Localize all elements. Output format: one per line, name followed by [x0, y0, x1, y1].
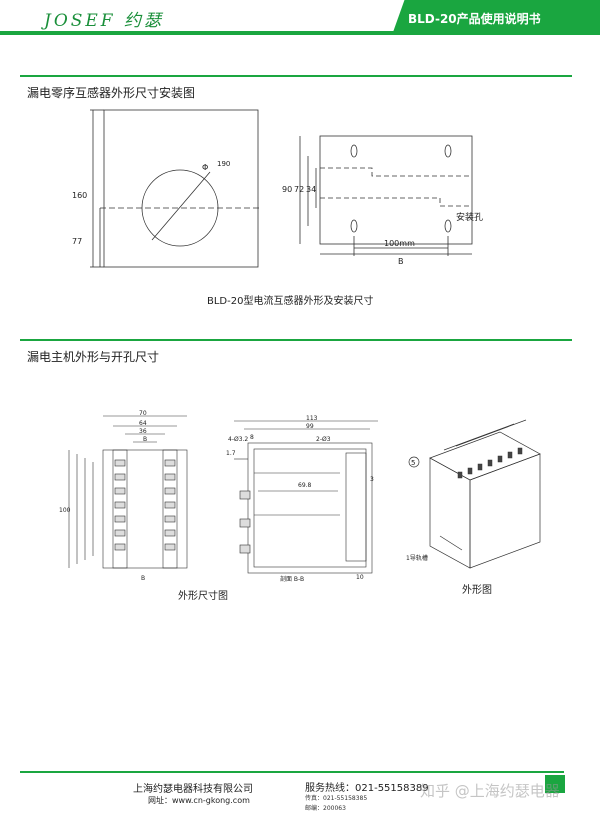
- side-dim-d5: 10: [356, 574, 364, 581]
- header-rule: [0, 31, 398, 35]
- ct-window-circle: [141, 169, 219, 247]
- ct-body-outline: [103, 109, 259, 268]
- side-dim-d2: 1.7: [226, 450, 236, 457]
- section2-title: 漏电主机外形与开孔尺寸: [27, 350, 160, 364]
- section2-caption-left: 外形尺寸图: [178, 591, 228, 602]
- side-section-label: 剖面 B-B: [280, 575, 304, 583]
- ct-lower-label: 77: [72, 237, 82, 246]
- iso-right-face: [469, 453, 541, 569]
- front-dim-w3: 36: [139, 428, 147, 435]
- front-dim-b-bottom: B: [141, 575, 145, 582]
- iso-callout-number: 5: [411, 459, 415, 467]
- iso-top-face: [429, 431, 541, 481]
- document-title: BLD-20产品使用说明书: [408, 12, 541, 26]
- section1-caption: BLD-20型电流互感器外形及安装尺寸: [207, 296, 374, 307]
- relay-front-outline: [102, 449, 188, 569]
- footer-zip: 邮编：200063: [305, 805, 346, 812]
- footer-accent-square: [545, 775, 565, 793]
- footer-website: 网址：www.cn-gkong.com: [148, 796, 250, 805]
- ct-phi-symbol: Φ: [202, 163, 208, 172]
- footer-rule: [20, 771, 564, 773]
- ct-mount-width: 100mm: [384, 239, 415, 248]
- front-dim-h1: 100: [59, 507, 71, 514]
- ct-height-label: 160: [72, 191, 87, 200]
- relay-side-view: 113 99 8 1.7 69.8 3 10 4-Ø3.2 2-Ø3 剖面 B-…: [226, 415, 378, 583]
- section2-caption-right: 外形图: [462, 585, 492, 596]
- ct-mount-h2: 72: [294, 185, 304, 194]
- ct-mount-h3: 34: [306, 185, 316, 194]
- footer-fax: 传真：021-55158385: [305, 795, 368, 802]
- relay-side-outline: [247, 442, 373, 574]
- footer-company: 上海约瑟电器科技有限公司: [133, 784, 253, 795]
- side-dim-d3: 69.8: [298, 482, 312, 489]
- side-dim-w2: 99: [306, 423, 314, 430]
- iso-left-face: [429, 457, 471, 569]
- section2-top-rule: [20, 339, 572, 341]
- side-hole-left: 4-Ø3.2: [228, 436, 248, 443]
- iso-callout-circle: [408, 456, 420, 468]
- side-hole-right: 2-Ø3: [316, 436, 331, 443]
- relay-isometric-view: 5 1导轨槽: [406, 419, 541, 569]
- ct-mount-plate: [319, 135, 473, 245]
- ct-diameter-label: 190: [217, 160, 230, 168]
- side-dim-w1: 113: [306, 415, 318, 422]
- side-dim-d4: 3: [370, 476, 374, 483]
- footer-hotline: 服务热线：021-55158389: [305, 783, 429, 794]
- watermark: 知乎 @上海约瑟电器: [420, 782, 560, 800]
- ct-mounting-drawing: 90 72 34 100mm B 安装孔: [282, 135, 483, 266]
- ct-mount-hole-label: 安装孔: [456, 211, 483, 223]
- ct-mount-h1: 90: [282, 185, 292, 194]
- section1-top-rule: [20, 75, 572, 77]
- section1-title: 漏电零序互感器外形尺寸安装图: [27, 86, 196, 100]
- iso-rail-label: 1导轨槽: [406, 554, 428, 562]
- front-dim-w1: 70: [139, 410, 147, 417]
- relay-front-view: 70 64 36 B 100 B: [59, 410, 188, 582]
- front-dim-w4: B: [143, 436, 147, 443]
- brand-logo: JOSEF 约瑟: [44, 11, 165, 31]
- side-dim-d1: 8: [250, 434, 254, 441]
- front-dim-w2: 64: [139, 420, 147, 427]
- header-title-banner: [392, 0, 600, 35]
- ct-outline-drawing: 160 77 Φ 190: [72, 109, 260, 268]
- ct-mount-width-name: B: [398, 257, 404, 266]
